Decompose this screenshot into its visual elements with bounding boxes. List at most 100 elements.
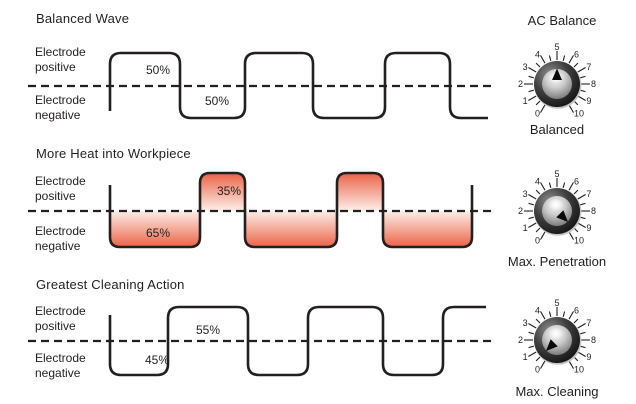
- knob-tick: [568, 182, 574, 191]
- knob-tick: [568, 360, 574, 369]
- knob-tick: [580, 216, 586, 220]
- row3-positive-percent: 55%: [195, 323, 221, 337]
- label-line: negative: [35, 108, 81, 122]
- wave-fill-positive-1: [200, 173, 245, 211]
- wave-fill-positive-2: [337, 173, 383, 211]
- knob-tick: [580, 75, 586, 79]
- knob-tick: [577, 222, 586, 228]
- knob-tick: [535, 227, 541, 233]
- knob-tick: [540, 360, 546, 369]
- knob-tick: [577, 194, 586, 200]
- knob-tick: [573, 189, 579, 195]
- wave-row3: [108, 305, 486, 377]
- knob-tick: [540, 231, 546, 240]
- row2-electrode-negative-label: Electrode negative: [35, 224, 115, 254]
- row2-electrode-positive-label: Electrode positive: [35, 174, 115, 204]
- knob-tick: [573, 62, 579, 68]
- row3-electrode-negative-label: Electrode negative: [35, 351, 115, 381]
- knob-tick: [548, 311, 552, 317]
- knob-tick: [540, 104, 546, 113]
- knob-tick: [528, 323, 537, 329]
- knob-tick: [580, 202, 586, 206]
- label-line: Electrode: [35, 174, 86, 188]
- label-line: negative: [35, 366, 81, 380]
- knob-tick: [577, 351, 586, 357]
- knob-tick: [562, 182, 566, 188]
- row1-title: Balanced Wave: [36, 11, 130, 26]
- knob-tick: [548, 182, 552, 188]
- knob-tick: [528, 194, 537, 200]
- knob-tick: [548, 55, 552, 61]
- row2-negative-percent: 65%: [145, 226, 171, 240]
- knob-scale-number: 6: [574, 177, 579, 187]
- knob-scale-number: 6: [574, 306, 579, 316]
- knob-scale-number: 7: [586, 62, 591, 72]
- knob-caption-cleaning: Max. Cleaning: [515, 384, 599, 399]
- knob-tick: [573, 318, 579, 324]
- knob-tick: [577, 95, 586, 101]
- knob-scale-number: 4: [535, 177, 540, 187]
- knob-tick: [528, 202, 534, 206]
- knob-scale-number: 5: [554, 169, 559, 179]
- label-line: Electrode: [35, 93, 86, 107]
- knob-tick: [562, 311, 566, 317]
- knob-scale-number: 8: [591, 79, 596, 89]
- knob-scale-number: 9: [586, 352, 591, 362]
- knob-tick: [540, 311, 546, 320]
- knob-pointer-icon: [546, 339, 558, 351]
- row1-positive-percent: 50%: [145, 63, 171, 77]
- knob-tick: [568, 231, 574, 240]
- knob-scale-number: 7: [586, 318, 591, 328]
- knob-scale-number: 9: [586, 223, 591, 233]
- knob-scale-number: 4: [535, 50, 540, 60]
- label-line: positive: [35, 189, 76, 203]
- knob-scale-number: 3: [523, 62, 528, 72]
- knob-tick: [568, 311, 574, 320]
- knob-tick: [540, 55, 546, 64]
- label-line: negative: [35, 239, 81, 253]
- knob-tick: [535, 356, 541, 362]
- knob-tick: [568, 104, 574, 113]
- knob-scale-number: 0: [535, 235, 540, 245]
- knob-caption-balanced: Balanced: [529, 122, 585, 137]
- knob-scale-number: 0: [535, 364, 540, 374]
- knob-tick: [535, 189, 541, 195]
- knob-tick: [528, 222, 537, 228]
- row1-electrode-positive-label: Electrode positive: [35, 45, 115, 75]
- knob-pointer-icon: [556, 210, 568, 222]
- row1-negative-percent: 50%: [204, 94, 230, 108]
- knob-tick: [562, 55, 566, 61]
- knob-scale-number: 6: [574, 50, 579, 60]
- knob-scale-number: 1: [523, 352, 528, 362]
- knob-tick: [528, 351, 537, 357]
- knob-tick: [528, 216, 534, 220]
- knob-tick: [580, 331, 586, 335]
- knob-tick: [535, 318, 541, 324]
- knob-scale-number: 3: [523, 318, 528, 328]
- knob-tick: [540, 182, 546, 191]
- label-line: positive: [35, 319, 76, 333]
- knob-tick: [577, 67, 586, 73]
- wave-fill-negative-1: [110, 211, 200, 247]
- knob-tick: [580, 89, 586, 93]
- knob-tick: [528, 89, 534, 93]
- knob-scale-number: 0: [535, 108, 540, 118]
- knob-scale-number: 3: [523, 189, 528, 199]
- knob-scale-number: 5: [554, 42, 559, 52]
- knob-scale-number: 1: [523, 223, 528, 233]
- label-line: Electrode: [35, 304, 86, 318]
- knob-highlight: [548, 328, 564, 340]
- knob-scale-number: 5: [554, 298, 559, 308]
- wave-fill-negative-3: [383, 211, 472, 247]
- row3-title: Greatest Cleaning Action: [36, 277, 185, 292]
- knob-scale-number: 10: [574, 364, 584, 374]
- knob-tick: [528, 345, 534, 349]
- knob-scale-number: 10: [574, 235, 584, 245]
- knob-scale-number: 8: [591, 206, 596, 216]
- knob-scale-number: 9: [586, 96, 591, 106]
- label-line: Electrode: [35, 351, 86, 365]
- row2-positive-percent: 35%: [216, 184, 242, 198]
